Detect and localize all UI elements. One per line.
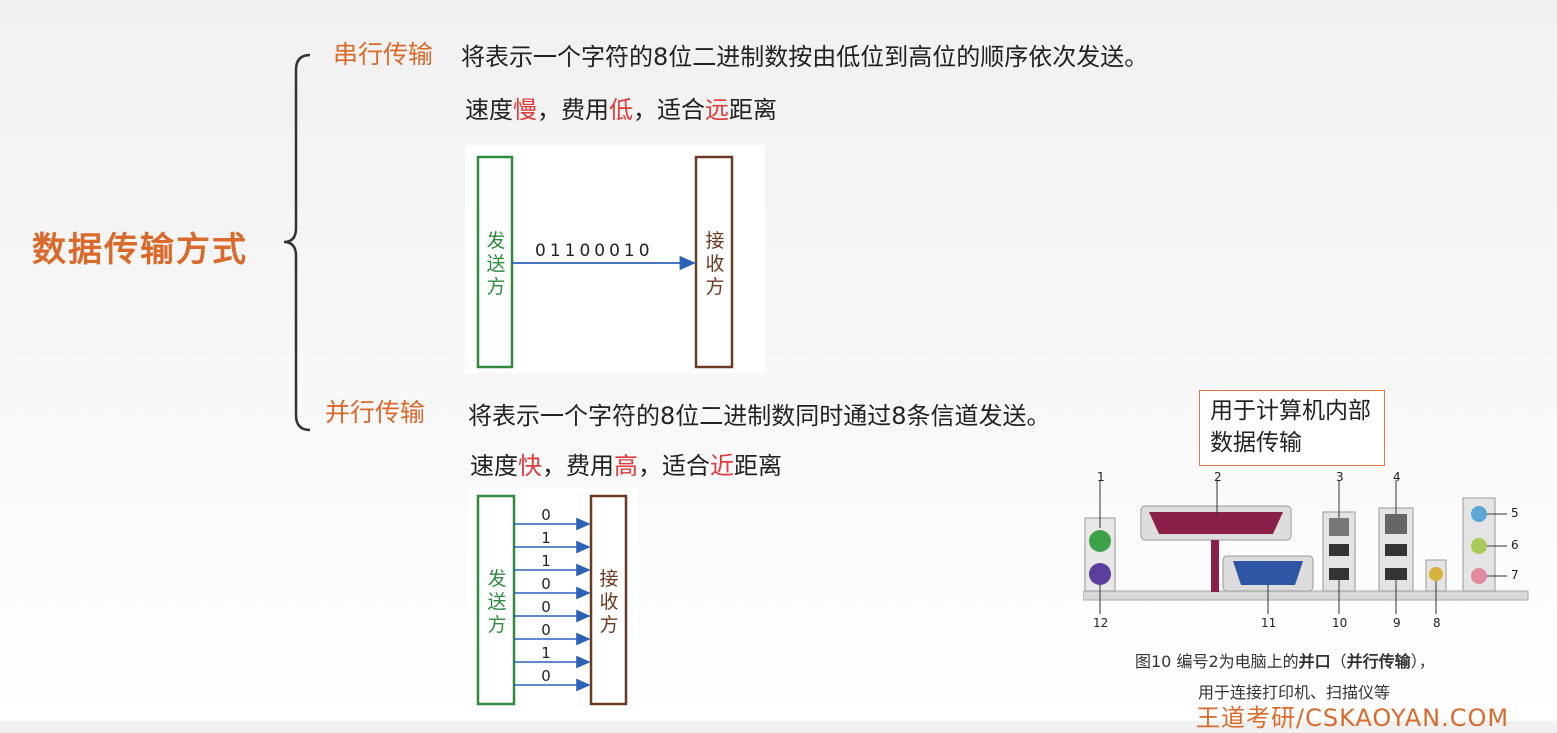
port-number: 9 [1393, 616, 1401, 630]
main-title: 数据传输方式 [32, 230, 248, 270]
parallel-receiver-box [589, 494, 628, 706]
port-number: 2 [1214, 470, 1222, 484]
watermark: 王道考研/CSKAOYAN.COM [1196, 704, 1510, 732]
parallel-bit-label: 0 [541, 621, 551, 639]
port-number: 7 [1511, 568, 1519, 582]
parallel-bit-label: 1 [541, 552, 551, 570]
ps2-mouse-port [1089, 530, 1111, 552]
port-number: 8 [1433, 616, 1441, 630]
parallel-bit-label: 1 [541, 529, 551, 547]
port-number: 10 [1332, 616, 1348, 630]
serial-title: 串行传输 [333, 40, 434, 69]
port-number: 5 [1511, 506, 1519, 520]
parallel-port [1149, 512, 1283, 534]
port-number: 6 [1511, 538, 1519, 552]
figure-caption-line2: 用于连接打印机、扫描仪等 [1198, 683, 1391, 702]
parallel-sender-box [476, 494, 516, 706]
internal-use-note: 用于计算机内部数据传输 [1199, 390, 1385, 466]
parallel-receiver-label: 接收方 [599, 568, 619, 636]
port-number: 1 [1097, 470, 1105, 484]
serial-description: 将表示一个字符的8位二进制数按由低位到高位的顺序依次发送。 [461, 43, 1149, 71]
parallel-bit-label: 0 [541, 598, 551, 616]
parallel-sender-label: 发送方 [487, 568, 507, 636]
serial-receiver-label: 接收方 [705, 230, 725, 298]
parallel-title: 并行传输 [325, 398, 426, 427]
parallel-properties: 速度快，费用高，适合近距离 [470, 452, 782, 480]
port-panel-figure: 1 2 3 4 5 6 7 8 9 10 11 12 [1082, 468, 1538, 640]
serial-sender-label: 发送方 [486, 230, 506, 298]
curly-brace [283, 53, 311, 432]
port-number: 3 [1336, 470, 1344, 484]
figure-caption: 图10 编号2为电脑上的并口（并行传输）， [1135, 652, 1435, 671]
port-number: 4 [1393, 470, 1401, 484]
serial-sender-box [476, 155, 514, 369]
port-number: 12 [1093, 616, 1109, 630]
parallel-bit-label: 0 [541, 667, 551, 685]
parallel-bit-label: 1 [541, 644, 551, 662]
serial-receiver-box [694, 155, 734, 369]
ps2-keyboard-port [1089, 563, 1111, 585]
parallel-bit-label: 0 [541, 575, 551, 593]
port-number: 11 [1261, 616, 1277, 630]
parallel-diagram: 0 1 1 0 0 0 1 0 发送方 接收方 [468, 488, 638, 710]
serial-diagram: 发送方 接收方 01100010 [465, 145, 765, 373]
vga-port [1233, 561, 1303, 585]
parallel-description: 将表示一个字符的8位二进制数同时通过8条信道发送。 [468, 402, 1051, 430]
serial-bits: 01100010 [535, 241, 654, 261]
parallel-bit-label: 0 [541, 506, 551, 524]
serial-properties: 速度慢，费用低，适合远距离 [465, 96, 777, 124]
